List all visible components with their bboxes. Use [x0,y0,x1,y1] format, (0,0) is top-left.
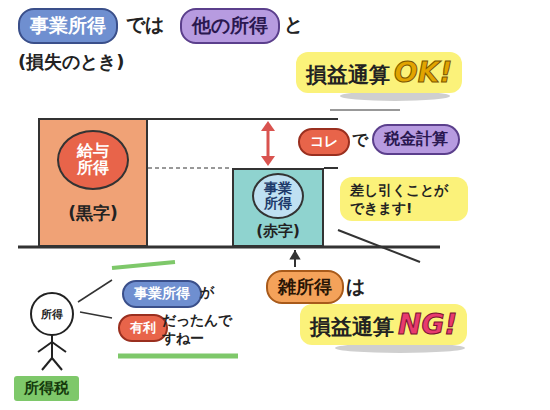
caption-text: で [352,130,368,151]
caption-text: では [126,12,164,38]
node-text: (黒字) [40,202,146,225]
node-text: OK! [394,56,452,89]
node-text: NG! [398,308,457,341]
income-box: (黒字) 給与所得 [38,118,148,247]
caption-text: (損失のとき) [18,50,124,74]
difference-arrow [267,126,270,161]
node-text: 有利 [130,320,156,335]
arrow-head [289,250,300,259]
highlight-band: 損益通算OK! [296,52,462,93]
node-text: 給与所得 [76,143,110,177]
speech-line [78,280,112,302]
caption-text: が [200,284,214,302]
node-text: 他の所得 [192,14,268,36]
highlight-pill: 他の所得 [180,8,280,44]
figure-arm [38,342,52,352]
ground-line [338,230,420,262]
highlight-pill: コレ [298,128,350,156]
node-text: 損益通算 [310,315,394,339]
node-text: コレ [310,133,338,149]
grass [118,354,238,359]
figure-head: 所得 [30,292,74,336]
node-text: 所得 [41,307,63,322]
income-circle: 事業所得 [252,173,304,219]
figure-leg [42,358,52,370]
highlight-band: 差し引くことができます! [340,177,468,221]
highlight-pill: 雑所得 [266,270,344,304]
node-text: 税金計算 [384,129,448,148]
tax-band: 所得税 [14,376,79,401]
highlight-band: 損益通算NG! [300,304,467,345]
figure-body [51,334,53,358]
arrow-head [261,156,275,166]
highlight-pill: 事業所得 [122,280,202,308]
level-line [330,110,400,111]
grass [112,262,175,268]
caption-text: と [284,12,303,38]
level-line [324,167,338,169]
level-line [148,168,232,169]
pointer-arrow [289,250,300,267]
caption-text: は [346,274,365,300]
highlight-pill: 事業所得 [18,8,118,44]
node-text: 損益通算 [306,63,390,87]
node-text: 事業所得 [263,181,292,210]
income-circle: 給与所得 [57,130,129,190]
node-text: 差し引くことができます! [350,182,448,216]
figure-arm [52,342,66,352]
highlight-pill: 有利 [118,314,168,342]
speech-line [80,312,112,318]
arrow-head [261,121,275,131]
node-text: 雑所得 [278,276,332,297]
node-text: 事業所得 [30,14,106,36]
income-box: (赤字) 事業所得 [232,168,324,247]
node-text: 所得税 [24,379,69,397]
node-text: (赤字) [234,222,322,241]
node-text: 事業所得 [134,285,190,301]
level-line [148,118,338,120]
caption-text: だったんですねー [162,312,232,348]
figure-leg [52,358,62,370]
highlight-pill: 税金計算 [372,124,460,155]
